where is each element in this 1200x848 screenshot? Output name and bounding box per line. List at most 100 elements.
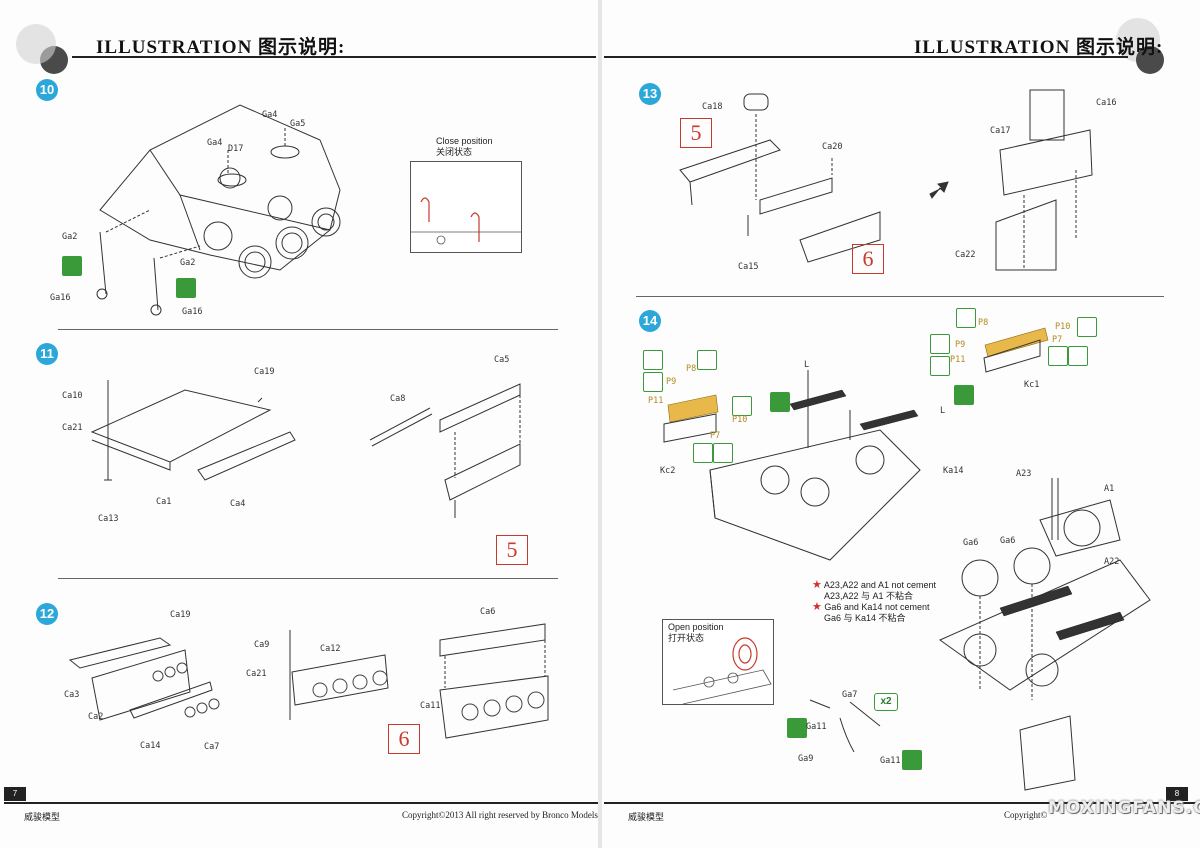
part-label: Ca4 [230, 499, 246, 509]
paint-icon [732, 396, 752, 416]
part-label: Ga11 [880, 756, 901, 766]
separator [636, 296, 1164, 297]
footer-copyright-left: Copyright©2013 All right reserved by Bro… [402, 810, 598, 820]
part-label: Ca21 [246, 669, 267, 679]
right-page: ILLUSTRATION 图示说明: [602, 0, 1200, 848]
step-12-drawing [68, 623, 549, 739]
separator [58, 329, 558, 330]
part-label: P10 [1055, 322, 1071, 332]
paint-icon [713, 443, 733, 463]
part-label: Ca9 [254, 640, 270, 650]
page-title-left: ILLUSTRATION 图示说明: [96, 37, 346, 58]
page-title-right: ILLUSTRATION 图示说明: [914, 37, 1164, 58]
part-label: Ca3 [64, 690, 80, 700]
cement-icon [176, 278, 196, 298]
step-badge-13: 13 [639, 83, 661, 105]
step-11-drawing [90, 380, 521, 518]
header-dot-light [16, 24, 56, 64]
close-position-drawing [411, 197, 521, 245]
part-label: A22 [1104, 557, 1120, 567]
reference-box: 5 [496, 535, 528, 565]
cement-icon [62, 256, 82, 276]
paint-icon [956, 308, 976, 328]
warning-note-1: ★ A23,A22 and A1 not cement [812, 580, 936, 591]
warning-text-en: Ga6 and Ka14 not cement [824, 602, 930, 612]
paint-icon [1048, 346, 1068, 366]
adhesive-down-icon [693, 443, 713, 463]
open-position-drawing [672, 637, 772, 705]
part-label: A23 [1016, 469, 1032, 479]
part-label: Ca5 [494, 355, 510, 365]
warning-text-en: A23,A22 and A1 not cement [823, 580, 936, 590]
part-label: P9 [666, 377, 677, 387]
part-label: Ca17 [990, 126, 1011, 136]
footer-brand-right: 威骏模型 [628, 812, 665, 822]
part-label: Kc2 [660, 466, 676, 476]
left-page: ILLUSTRATION 图示说明: 10 Ga4 Ga5 Ga4 D17 Ga… [0, 0, 598, 848]
paint-icon [643, 372, 663, 392]
part-label: P7 [1052, 335, 1063, 345]
warning-star-icon: ★ [812, 601, 822, 613]
part-label: D17 [228, 144, 244, 154]
part-label: Ca20 [822, 142, 843, 152]
part-label: P11 [648, 396, 664, 406]
part-label: Ca2 [88, 712, 104, 722]
part-label: Kc1 [1024, 380, 1040, 390]
part-label: Ga4 [207, 138, 223, 148]
part-label: Ga4 [262, 110, 278, 120]
reference-box: 5 [680, 118, 712, 148]
part-label: P7 [710, 431, 721, 441]
page-gutter [598, 0, 602, 848]
part-label: Ca6 [480, 607, 496, 617]
adhesive-down-icon [1068, 346, 1088, 366]
step-badge-14: 14 [639, 310, 661, 332]
footer-rule-right [604, 802, 1196, 804]
part-label: Ca1 [156, 497, 172, 507]
step-10-drawing [96, 104, 341, 316]
close-position-title-en: Close position [436, 136, 493, 146]
cement-icon [787, 718, 807, 738]
warning-star-icon: ★ [812, 579, 822, 591]
part-label: P8 [686, 364, 697, 374]
close-position-inset [410, 161, 522, 253]
part-label: Ga6 [963, 538, 979, 548]
page-number-left: 7 [4, 787, 26, 801]
part-label: Ga5 [290, 119, 306, 129]
quantity-badge: x2 [874, 693, 898, 711]
separator [58, 578, 558, 579]
reference-box: 6 [388, 724, 420, 754]
cement-icon [770, 392, 790, 412]
part-label: Ga16 [50, 293, 71, 303]
part-label: Ga16 [182, 307, 203, 317]
part-label: Ca14 [140, 741, 161, 751]
part-label: Ca15 [738, 262, 759, 272]
part-label: Ca7 [204, 742, 220, 752]
warning-text-cn: A23,A22 与 A1 不粘合 [824, 591, 914, 601]
step-13-drawing [679, 89, 1093, 271]
part-label: Ca18 [702, 102, 723, 112]
part-label: Ca8 [390, 394, 406, 404]
part-label: Ga11 [806, 722, 827, 732]
part-label: P11 [950, 355, 966, 365]
part-label: Ca22 [955, 250, 976, 260]
part-label: Ca10 [62, 391, 83, 401]
part-label: Ga2 [180, 258, 196, 268]
warning-text-cn: Ga6 与 Ka14 不粘合 [824, 613, 906, 623]
part-label: Ca21 [62, 423, 83, 433]
warning-note-1-cn: A23,A22 与 A1 不粘合 [824, 591, 913, 602]
part-label: Ca16 [1096, 98, 1117, 108]
part-label: P9 [955, 340, 966, 350]
page-number-right: 8 [1166, 787, 1188, 801]
cement-icon [954, 385, 974, 405]
watermark: MOXINGFANS.COM [1048, 798, 1200, 818]
part-label: Ca19 [170, 610, 191, 620]
part-label: Ca12 [320, 644, 341, 654]
warning-note-2: ★ Ga6 and Ka14 not cement [812, 602, 929, 613]
step-badge-10: 10 [36, 79, 58, 101]
part-label: Ca13 [98, 514, 119, 524]
open-position-title-cn: 打开状态 [668, 633, 705, 643]
part-label: Ga6 [1000, 536, 1016, 546]
footer-brand-left: 威骏模型 [24, 812, 61, 822]
footer-copyright-right: Copyright© [1004, 810, 1048, 820]
part-label: Ca11 [420, 701, 441, 711]
